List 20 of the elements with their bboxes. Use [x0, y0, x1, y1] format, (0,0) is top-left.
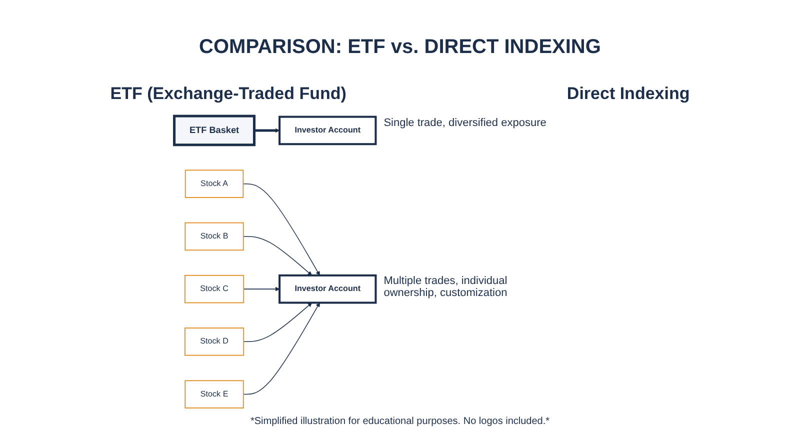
- node-box: Stock B: [184, 222, 244, 251]
- node-box: Investor Account: [278, 116, 377, 146]
- node-box: Investor Account: [278, 274, 377, 304]
- section-heading: Direct Indexing: [566, 84, 690, 104]
- arrow: [243, 302, 312, 342]
- node-box: Stock C: [184, 274, 244, 304]
- arrow: [243, 236, 312, 276]
- arrow: [242, 183, 320, 276]
- arrow: [243, 286, 280, 292]
- node-box: ETF Basket: [173, 114, 256, 146]
- arrow: [243, 302, 320, 395]
- node-box: Stock E: [184, 380, 244, 408]
- note-text: Multiple trades, individual ownership, customization: [384, 275, 508, 300]
- note-text: Single trade, diversified exposure: [384, 116, 548, 129]
- node-box: Stock A: [184, 170, 244, 198]
- caption: *Simplified illustration for educational purposes. No logos included.*: [249, 416, 551, 427]
- arrow: [254, 128, 280, 133]
- diagram-title: COMPARISON: ETF vs. DIRECT INDEXING: [198, 36, 602, 59]
- section-heading: ETF (Exchange-Traded Fund): [110, 84, 346, 104]
- node-box: Stock D: [184, 328, 244, 356]
